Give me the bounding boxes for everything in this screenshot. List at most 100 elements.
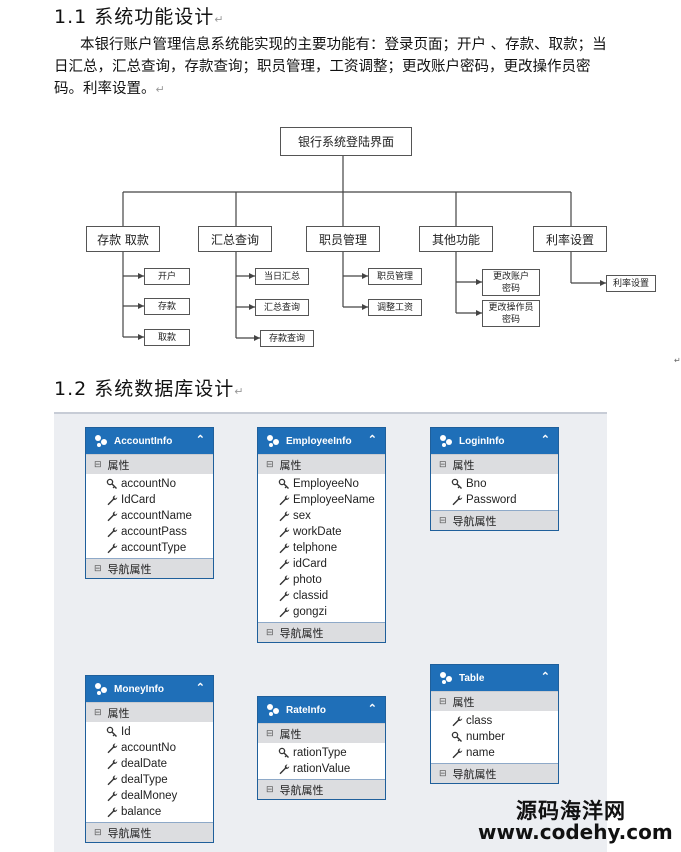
navigation-properties-header[interactable]: ⊟ 导航属性 <box>86 822 213 842</box>
property-name: telphone <box>293 542 338 554</box>
collapse-minus-icon[interactable]: ⊟ <box>439 696 447 706</box>
entity-icon <box>95 435 107 447</box>
chevron-up-icon[interactable]: ⌃ <box>540 671 550 683</box>
property-row[interactable]: sex <box>258 508 385 524</box>
property-row[interactable]: rationType <box>258 745 385 761</box>
property-row[interactable]: class <box>431 713 558 729</box>
chevron-up-icon[interactable]: ⌃ <box>540 434 550 446</box>
entity-header[interactable]: AccountInfo⌃ <box>86 428 213 454</box>
watermark-url: www.codehy.com <box>478 820 673 844</box>
property-row[interactable]: gongzi <box>258 604 385 620</box>
property-row[interactable]: photo <box>258 572 385 588</box>
property-wrench-icon <box>279 543 290 554</box>
property-wrench-icon <box>107 807 118 818</box>
property-row[interactable]: dealType <box>86 772 213 788</box>
property-row[interactable]: telphone <box>258 540 385 556</box>
chevron-up-icon[interactable]: ⌃ <box>195 682 205 694</box>
property-name: idCard <box>293 558 327 570</box>
property-row[interactable]: name <box>431 745 558 761</box>
collapse-minus-icon[interactable]: ⊟ <box>266 459 274 469</box>
property-wrench-icon <box>279 559 290 570</box>
property-name: EmployeeNo <box>293 478 359 490</box>
chevron-up-icon[interactable]: ⌃ <box>367 434 377 446</box>
property-row[interactable]: IdCard <box>86 492 213 508</box>
org-branch-box: 利率设置 <box>533 226 607 252</box>
property-row[interactable]: rationValue <box>258 761 385 777</box>
entity-header[interactable]: EmployeeInfo⌃ <box>258 428 385 454</box>
org-leaf-label: 汇总查询 <box>263 302 300 313</box>
org-root-label: 银行系统登陆界面 <box>297 135 394 149</box>
properties-section-header[interactable]: ⊟属性 <box>258 723 385 743</box>
property-row[interactable]: accountNo <box>86 476 213 492</box>
property-wrench-icon <box>107 543 118 554</box>
property-row[interactable]: idCard <box>258 556 385 572</box>
property-row[interactable]: classid <box>258 588 385 604</box>
property-row[interactable]: balance <box>86 804 213 820</box>
property-wrench-icon <box>452 716 463 727</box>
property-row[interactable]: Password <box>431 492 558 508</box>
section-label: 属性 <box>452 459 475 472</box>
org-leaf-label: 职员管理 <box>376 271 413 282</box>
org-branch-box: 汇总查询 <box>198 226 272 252</box>
properties-section-header[interactable]: ⊟属性 <box>86 454 213 474</box>
property-name: class <box>466 715 493 727</box>
collapse-minus-icon[interactable]: ⊟ <box>94 827 102 837</box>
property-row[interactable]: dealDate <box>86 756 213 772</box>
section-label: 属性 <box>452 696 475 709</box>
property-row[interactable]: EmployeeName <box>258 492 385 508</box>
properties-section-header[interactable]: ⊟ 属性 <box>431 454 558 474</box>
property-row[interactable]: Id <box>86 724 213 740</box>
collapse-minus-icon[interactable]: ⊟ <box>94 563 102 573</box>
properties-section-header[interactable]: ⊟ 属性 <box>431 691 558 711</box>
property-row[interactable]: number <box>431 729 558 745</box>
property-name: rationType <box>293 747 347 759</box>
nav-section-label: 导航属性 <box>107 827 152 840</box>
org-leaf-label: 开户 <box>157 271 176 282</box>
collapse-minus-icon[interactable]: ⊟ <box>439 515 447 525</box>
property-row[interactable]: EmployeeNo <box>258 476 385 492</box>
navigation-properties-header[interactable]: ⊟导航属性 <box>431 510 558 530</box>
property-row[interactable]: Bno <box>431 476 558 492</box>
entity-icon <box>267 704 279 716</box>
entity-box[interactable]: RateInfo⌃⊟属性 rationType rationValue ⊟导航属性 <box>257 696 386 800</box>
navigation-properties-header[interactable]: ⊟导航属性 <box>258 622 385 642</box>
collapse-minus-icon[interactable]: ⊟ <box>94 459 102 469</box>
property-row[interactable]: accountPass <box>86 524 213 540</box>
entity-header[interactable]: LoginInfo⌃ <box>431 428 558 454</box>
chevron-up-icon[interactable]: ⌃ <box>367 703 377 715</box>
collapse-minus-icon[interactable]: ⊟ <box>266 784 274 794</box>
entity-icon <box>95 683 107 695</box>
property-name: classid <box>293 590 329 602</box>
property-wrench-icon <box>279 511 290 522</box>
collapse-minus-icon[interactable]: ⊟ <box>266 627 274 637</box>
property-name: Bno <box>466 478 487 490</box>
property-row[interactable]: accountName <box>86 508 213 524</box>
org-leaf-box: 存款查询 <box>260 330 314 347</box>
collapse-minus-icon[interactable]: ⊟ <box>94 707 102 717</box>
properties-section-header[interactable]: ⊟属性 <box>258 454 385 474</box>
navigation-properties-header[interactable]: ⊟导航属性 <box>431 763 558 783</box>
navigation-properties-header[interactable]: ⊟导航属性 <box>86 558 213 578</box>
key-icon <box>451 731 462 742</box>
collapse-minus-icon[interactable]: ⊟ <box>439 768 447 778</box>
entity-header[interactable]: RateInfo⌃ <box>258 697 385 723</box>
property-wrench-icon <box>279 591 290 602</box>
return-mark-icon: ↵ <box>214 13 225 26</box>
entity-header[interactable]: MoneyInfo⌃ <box>86 676 213 702</box>
property-row[interactable]: workDate <box>258 524 385 540</box>
entity-header[interactable]: Table⌃ <box>431 665 558 691</box>
properties-section-header[interactable]: ⊟属性 <box>86 702 213 722</box>
chevron-up-icon[interactable]: ⌃ <box>195 434 205 446</box>
property-row[interactable]: accountType <box>86 540 213 556</box>
property-row[interactable]: dealMoney <box>86 788 213 804</box>
property-row[interactable]: accountNo <box>86 740 213 756</box>
return-mark-icon: ↵ <box>234 385 245 398</box>
collapse-minus-icon[interactable]: ⊟ <box>266 728 274 738</box>
navigation-properties-header[interactable]: ⊟导航属性 <box>258 779 385 799</box>
collapse-minus-icon[interactable]: ⊟ <box>439 459 447 469</box>
